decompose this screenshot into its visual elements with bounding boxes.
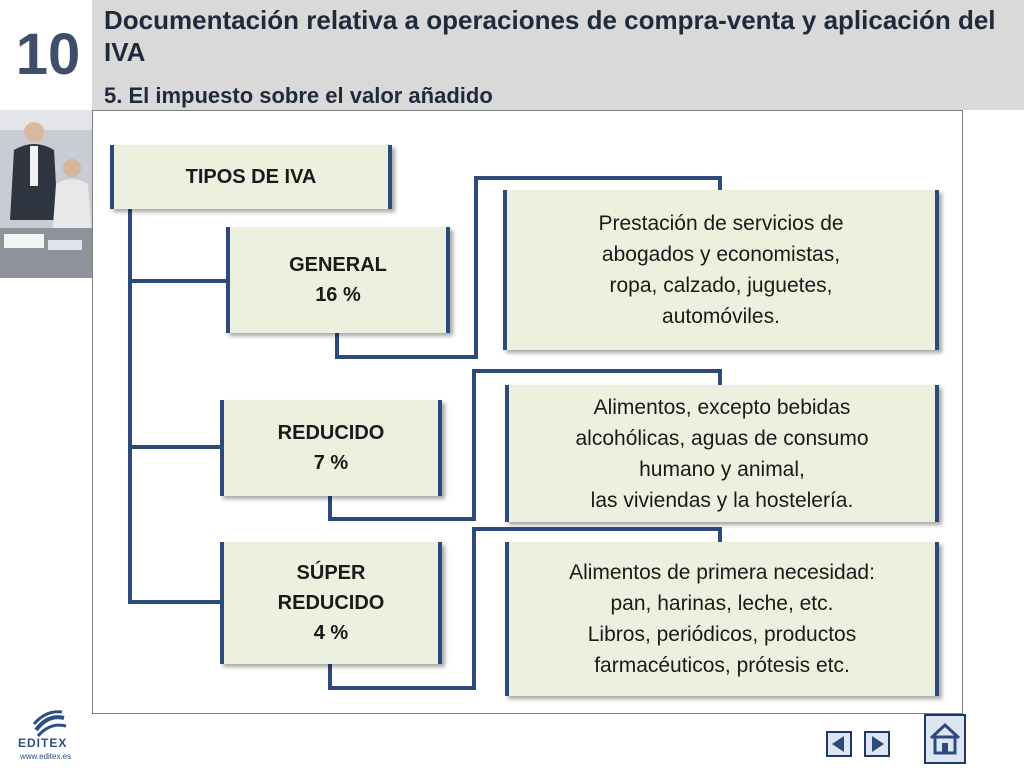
- description-super-reducido-text: Alimentos de primera necesidad: pan, har…: [569, 561, 875, 677]
- arrow-left-icon: [832, 736, 844, 752]
- category-super-reducido: SÚPER REDUCIDO 4 %: [220, 542, 442, 664]
- chapter-number: 10: [15, 22, 81, 87]
- category-super-reducido-label: SÚPER REDUCIDO 4 %: [277, 562, 385, 644]
- editex-logo-icon: [32, 710, 67, 738]
- header-band: [0, 0, 1024, 110]
- description-reducido-text: Alimentos, excepto bebidas alcohólicas, …: [575, 395, 869, 512]
- previous-slide-button[interactable]: [826, 731, 852, 757]
- editex-url: www.editex.es: [20, 752, 72, 761]
- description-super-reducido: Alimentos de primera necesidad: pan, har…: [505, 542, 939, 696]
- description-general-text: Prestación de servicios de abogados y ec…: [598, 212, 844, 328]
- header-photo: [0, 110, 92, 278]
- home-button[interactable]: [924, 714, 966, 764]
- chapter-badge: 10: [0, 0, 92, 110]
- description-reducido: Alimentos, excepto bebidas alcohólicas, …: [505, 385, 939, 522]
- page-title: Documentación relativa a operaciones de …: [104, 5, 996, 67]
- category-general: GENERAL 16 %: [226, 227, 450, 333]
- category-reducido-label: REDUCIDO 7 %: [277, 422, 385, 474]
- home-icon: [929, 722, 961, 755]
- iva-types-root: TIPOS DE IVA: [110, 145, 392, 209]
- category-reducido: REDUCIDO 7 %: [220, 400, 442, 496]
- description-general: Prestación de servicios de abogados y ec…: [503, 190, 939, 350]
- category-general-label: GENERAL 16 %: [289, 254, 387, 306]
- editex-logo-text: EDITEX: [18, 736, 68, 750]
- editex-logo: [14, 708, 80, 764]
- next-slide-button[interactable]: [864, 731, 890, 757]
- root-label: TIPOS DE IVA: [185, 166, 317, 188]
- section-subtitle: 5. El impuesto sobre el valor añadido: [104, 83, 493, 108]
- arrow-right-icon: [872, 736, 884, 752]
